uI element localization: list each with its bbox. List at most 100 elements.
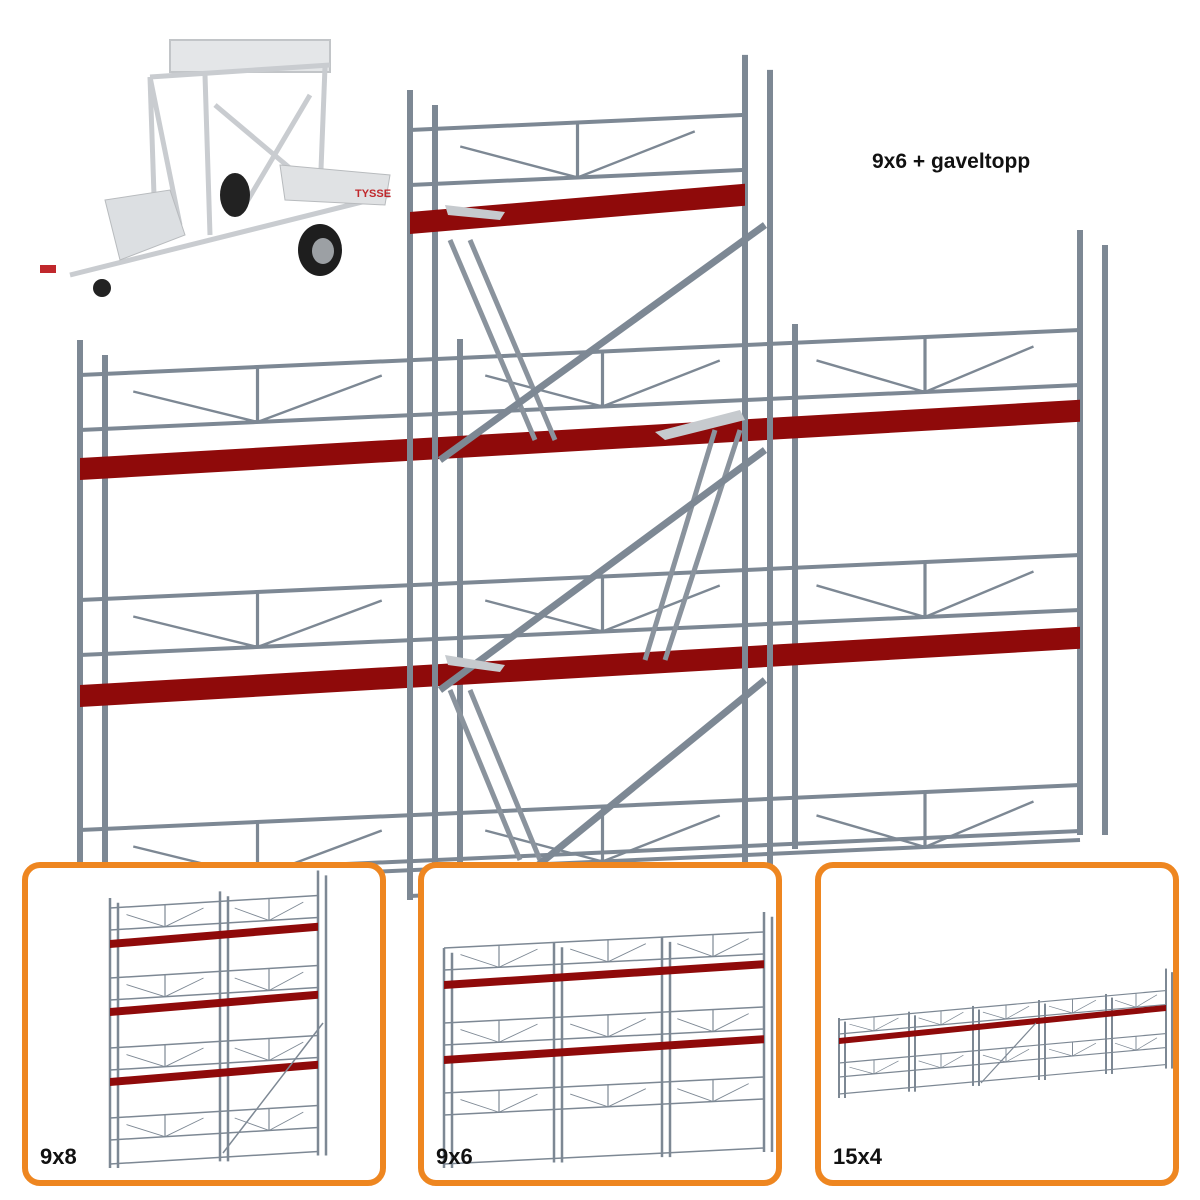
diagonal-brace bbox=[517, 677, 768, 883]
guard-rail bbox=[443, 1006, 765, 1024]
rail-brace bbox=[918, 1017, 942, 1026]
guard-rail bbox=[443, 1028, 765, 1046]
stair-landing bbox=[445, 655, 505, 672]
rail-brace bbox=[940, 1011, 964, 1026]
guard-rail bbox=[79, 783, 1081, 832]
deck-toeboard bbox=[80, 626, 1080, 707]
deck-toeboard bbox=[80, 399, 1080, 480]
rail-brace bbox=[816, 359, 926, 394]
rail-brace bbox=[268, 1041, 304, 1061]
scaffold-9x6-illustration bbox=[442, 912, 774, 1168]
rail-brace bbox=[1114, 999, 1137, 1008]
guard-rail bbox=[443, 931, 765, 949]
rail-brace bbox=[234, 1047, 270, 1061]
rail-brace bbox=[164, 1117, 204, 1138]
stair-stringer bbox=[447, 239, 538, 441]
rail-brace bbox=[873, 1060, 899, 1075]
rail-brace bbox=[257, 374, 383, 424]
rail-brace bbox=[712, 1083, 749, 1102]
rail-brace bbox=[498, 1023, 538, 1043]
guard-rail bbox=[109, 1126, 319, 1141]
guard-rail bbox=[838, 989, 1167, 1021]
rail-brace bbox=[918, 1060, 942, 1069]
rail-brace bbox=[677, 1088, 714, 1102]
guard-rail bbox=[443, 953, 765, 971]
rail-brace bbox=[816, 814, 926, 849]
rail-brace bbox=[126, 914, 166, 928]
variant-card-15x4[interactable]: 15x4 bbox=[815, 862, 1179, 1186]
rail-brace bbox=[602, 359, 721, 408]
deck-toeboard bbox=[444, 1035, 764, 1064]
deck-toeboard bbox=[839, 1004, 1166, 1044]
rail-brace bbox=[607, 943, 646, 963]
deck-toeboard bbox=[410, 183, 745, 234]
rail-brace bbox=[132, 615, 258, 649]
guard-rail bbox=[443, 1076, 765, 1094]
guard-rail bbox=[79, 608, 1081, 657]
rail-brace bbox=[607, 1018, 646, 1038]
guard-rail bbox=[109, 916, 319, 931]
rail-brace bbox=[677, 1018, 714, 1032]
rail-brace bbox=[498, 1093, 538, 1113]
rail-brace bbox=[677, 943, 714, 957]
rail-brace bbox=[1135, 994, 1158, 1008]
stair-landing bbox=[655, 410, 745, 440]
rail-brace bbox=[607, 1088, 646, 1108]
diagonal-brace bbox=[437, 447, 768, 693]
rail-brace bbox=[1135, 1037, 1158, 1051]
scaffold-15x4-illustration bbox=[838, 968, 1173, 1098]
deck-toeboard bbox=[110, 922, 318, 948]
guard-rail bbox=[838, 1032, 1167, 1064]
rail-brace bbox=[460, 1099, 500, 1113]
rail-brace bbox=[577, 130, 696, 179]
rail-brace bbox=[126, 1124, 166, 1138]
deck-toeboard bbox=[110, 990, 318, 1016]
rail-brace bbox=[164, 1047, 204, 1068]
rail-brace bbox=[924, 570, 1034, 619]
trailer-logo: TYSSE bbox=[355, 188, 391, 200]
variant-card-9x8[interactable]: 9x8 bbox=[22, 862, 386, 1186]
guard-rail bbox=[109, 1034, 319, 1049]
rail-brace bbox=[126, 984, 166, 998]
rail-brace bbox=[164, 977, 204, 998]
rail-brace bbox=[570, 948, 609, 963]
rail-brace bbox=[268, 901, 304, 921]
rail-brace bbox=[982, 1054, 1007, 1063]
variant-label: 9x6 bbox=[436, 1144, 473, 1169]
rail-brace bbox=[459, 145, 578, 179]
deck-toeboard bbox=[110, 1060, 318, 1086]
scaffold-9x8-illustration bbox=[108, 870, 328, 1168]
rail-brace bbox=[924, 800, 1034, 849]
base-ledger bbox=[443, 1147, 765, 1165]
rail-brace bbox=[570, 1023, 609, 1038]
variant-card-9x6[interactable]: 9x6 bbox=[418, 862, 782, 1186]
rail-brace bbox=[1005, 1005, 1030, 1020]
stair-landing bbox=[445, 205, 505, 220]
stair-stringer bbox=[662, 429, 743, 661]
rail-brace bbox=[1072, 999, 1097, 1014]
scaffold-trailer-image: TYSSE bbox=[40, 39, 391, 297]
guard-rail bbox=[838, 1046, 1167, 1078]
rail-brace bbox=[268, 1111, 304, 1131]
rail-brace bbox=[132, 390, 258, 424]
rail-brace bbox=[1048, 1048, 1073, 1057]
rail-brace bbox=[484, 829, 603, 863]
variant-label: 15x4 bbox=[833, 1144, 882, 1169]
guard-rail bbox=[79, 328, 1081, 377]
guard-rail bbox=[109, 964, 319, 979]
rail-brace bbox=[126, 1054, 166, 1068]
guard-rail bbox=[109, 1056, 319, 1071]
rail-brace bbox=[924, 345, 1034, 394]
rail-brace bbox=[498, 948, 538, 968]
rail-brace bbox=[873, 1017, 899, 1032]
rail-brace bbox=[570, 1093, 609, 1108]
rail-brace bbox=[940, 1054, 964, 1069]
main-title: 9x6 + gaveltopp bbox=[872, 150, 1031, 173]
rail-brace bbox=[257, 599, 383, 649]
rail-brace bbox=[602, 814, 721, 863]
diagonal-brace bbox=[222, 1022, 324, 1154]
base-ledger bbox=[109, 1150, 319, 1165]
rail-brace bbox=[268, 971, 304, 991]
guard-rail bbox=[109, 894, 319, 909]
variant-label: 9x8 bbox=[40, 1144, 77, 1169]
